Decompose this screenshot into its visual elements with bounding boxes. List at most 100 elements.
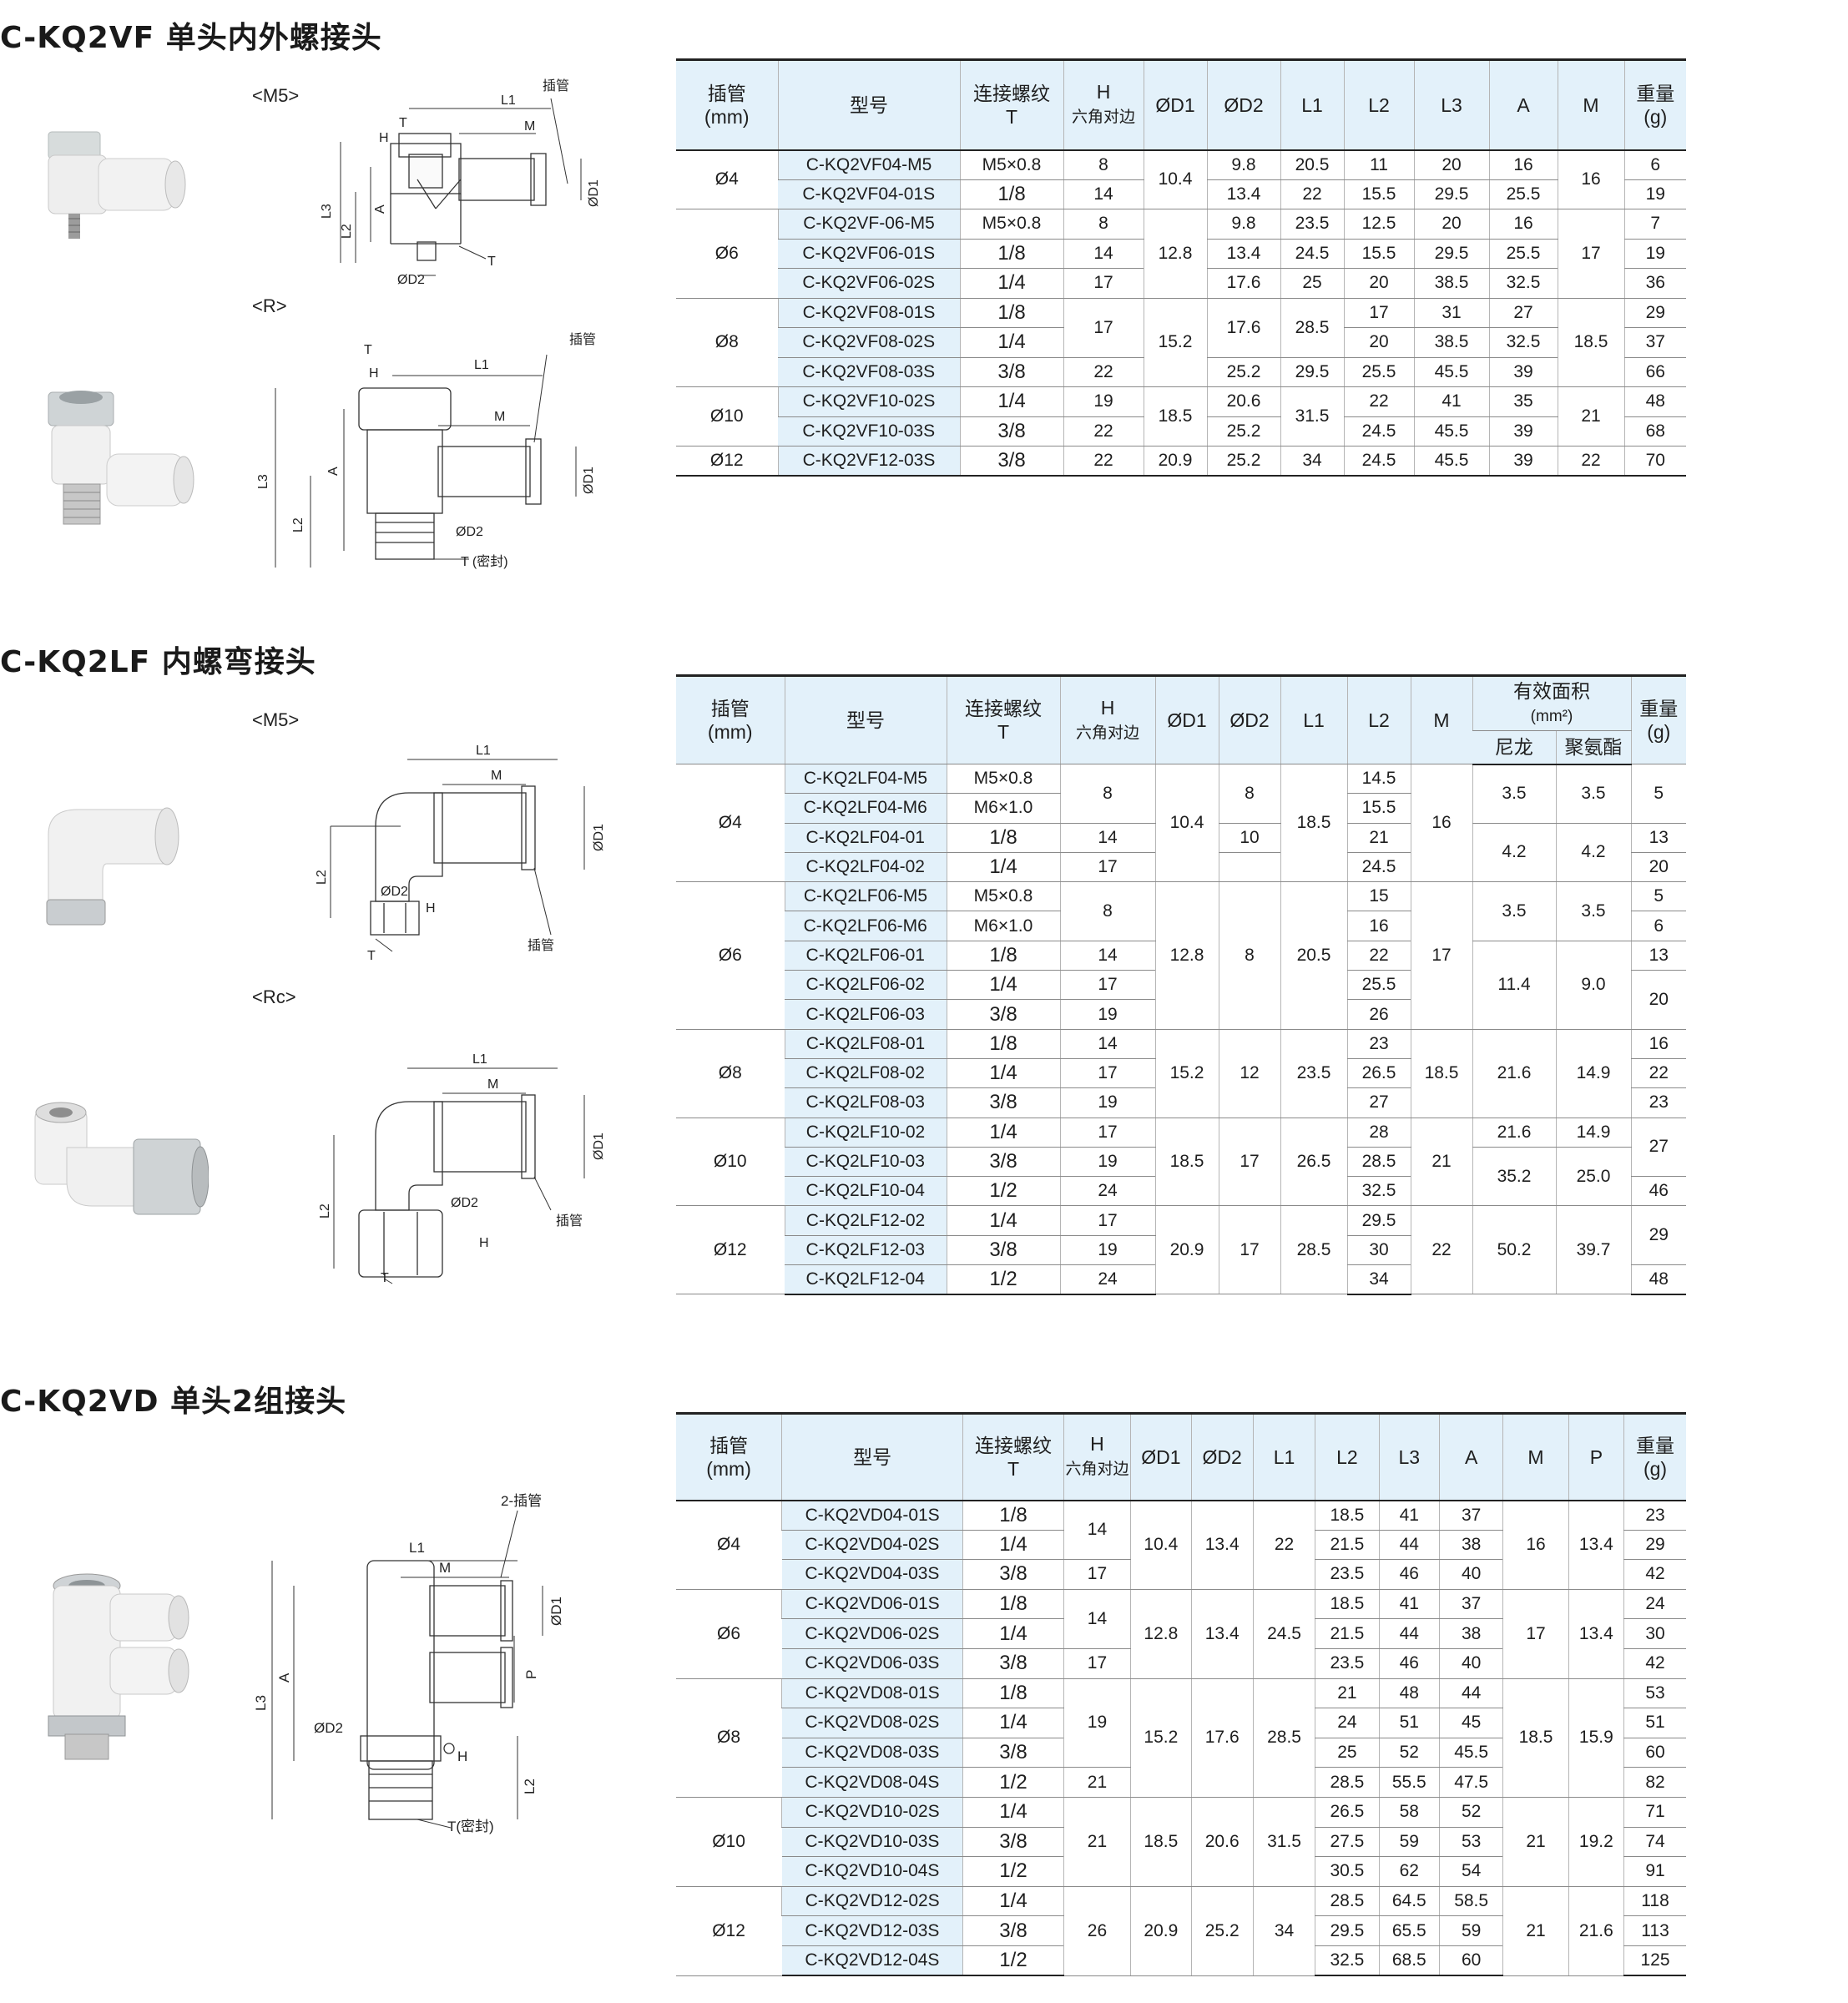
- cell-m: 16: [1557, 149, 1624, 209]
- dim-t2: T: [487, 255, 496, 269]
- cell-a: 54: [1438, 1856, 1503, 1887]
- cell-h: 14: [1059, 941, 1155, 971]
- cell-thread: 3/8: [962, 1827, 1064, 1858]
- cell-thread: M6×1.0: [946, 793, 1060, 824]
- cell-l2: 24.5: [1346, 852, 1411, 883]
- cell-pu: 9.0: [1555, 941, 1631, 1030]
- cell-d1: 10.4: [1143, 149, 1207, 209]
- cell-weight: 74: [1623, 1827, 1686, 1858]
- cell-l2: 20: [1343, 327, 1414, 358]
- cell-d2: 17.6: [1206, 298, 1280, 358]
- cell-l1: 18.5: [1280, 764, 1347, 883]
- cell-thread: M5×0.8: [946, 764, 1060, 795]
- cell-tube: Ø10: [676, 1118, 785, 1207]
- cell-l2: 25.5: [1346, 970, 1411, 1001]
- dim-t: T: [364, 343, 372, 357]
- cell-thread: 1/2: [946, 1264, 1060, 1295]
- label-tube: 插管: [528, 938, 554, 953]
- cell-l2: 24.5: [1343, 416, 1414, 447]
- cell-l2: 20: [1343, 268, 1414, 299]
- cell-l2: 15.5: [1346, 793, 1411, 824]
- dim-d2: ØD2: [451, 1196, 478, 1210]
- cell-nylon: 21.6: [1472, 1029, 1556, 1118]
- cell-l2: 34: [1346, 1264, 1411, 1295]
- cell-l3: 45.5: [1413, 446, 1489, 477]
- dim-l3: L3: [256, 474, 270, 489]
- cell-weight: 60: [1623, 1738, 1686, 1768]
- product-photo-lf-rc: [25, 1089, 209, 1239]
- cell-l1: 28.5: [1280, 1205, 1347, 1295]
- cell-l2: 15.5: [1343, 239, 1414, 269]
- dim-l3: L3: [320, 204, 334, 219]
- col-header-l3: L3: [1378, 1412, 1440, 1501]
- cell-nylon: 3.5: [1472, 881, 1556, 941]
- cell-m: 18.5: [1502, 1678, 1569, 1798]
- product-photo-lf-m5: [40, 801, 207, 935]
- col-header-d1: ØD1: [1143, 58, 1207, 151]
- cell-weight: 5: [1630, 881, 1686, 912]
- col-header-d2: ØD2: [1218, 674, 1280, 764]
- col-header-model: 型号: [784, 674, 947, 764]
- cell-l3: 52: [1378, 1738, 1440, 1768]
- cell-weight: 118: [1623, 1886, 1686, 1917]
- col-header-tube: 插管(mm): [676, 674, 785, 764]
- cell-nylon: 21.6: [1472, 1118, 1556, 1148]
- cell-model: C-KQ2LF06-02: [785, 970, 947, 1001]
- cell-h: 21: [1063, 1767, 1131, 1798]
- cell-a: 58.5: [1438, 1886, 1503, 1917]
- cell-model: C-KQ2VD10-02S: [781, 1797, 963, 1828]
- cell-l3: 55.5: [1378, 1767, 1440, 1798]
- cell-weight: 53: [1623, 1678, 1686, 1709]
- cell-m: 17: [1557, 209, 1624, 299]
- product-photo-vf-m5: [40, 125, 199, 250]
- section-kq2vf: C-KQ2VF 单头内外螺接头 <M5> <R>: [0, 0, 1848, 569]
- cell-l3: 45.5: [1413, 416, 1489, 447]
- col-header-l2: L2: [1346, 674, 1411, 764]
- cell-thread: 3/8: [962, 1915, 1064, 1946]
- cell-l2: 14.5: [1346, 764, 1411, 795]
- cell-weight: 22: [1630, 1058, 1686, 1089]
- cell-thread: 1/4: [962, 1618, 1064, 1649]
- cell-d1: 18.5: [1154, 1118, 1219, 1207]
- dim-h: H: [457, 1748, 467, 1764]
- cell-thread: 1/8: [959, 179, 1063, 209]
- cell-m: 16: [1410, 764, 1472, 883]
- dim-t: T: [367, 949, 376, 963]
- cell-l2: 28.5: [1315, 1767, 1380, 1798]
- dim-h: H: [379, 131, 389, 145]
- cell-l1: 29.5: [1280, 357, 1344, 387]
- cell-d2: 13.4: [1206, 179, 1280, 209]
- dim-l2: L2: [315, 870, 329, 885]
- cell-model: C-KQ2VF10-03S: [778, 416, 960, 447]
- cell-weight: 48: [1630, 1264, 1686, 1295]
- cell-weight: 42: [1623, 1559, 1686, 1590]
- col-header-weight: 重量(g): [1623, 58, 1686, 151]
- cell-a: 32.5: [1488, 268, 1558, 299]
- section-title: C-KQ2VF 单头内外螺接头: [0, 21, 382, 55]
- label-tube: 插管: [556, 1213, 583, 1229]
- col-header-nylon: 尼龙: [1472, 730, 1556, 765]
- cell-weight: 19: [1623, 179, 1686, 209]
- cell-d2: 13.4: [1190, 1500, 1254, 1590]
- cell-l2: 22: [1343, 386, 1414, 417]
- dim-m: M: [524, 119, 535, 134]
- cell-model: C-KQ2VD12-04S: [781, 1945, 963, 1976]
- cell-l2: 21.5: [1315, 1530, 1380, 1561]
- view-label-m5: <M5>: [252, 85, 300, 106]
- cell-l3: 31: [1413, 298, 1489, 328]
- cell-d1: 12.8: [1143, 209, 1207, 299]
- cell-l1: 26.5: [1280, 1118, 1347, 1207]
- cell-l3: 46: [1378, 1559, 1440, 1590]
- cell-weight: 36: [1623, 268, 1686, 299]
- cell-tube: Ø6: [676, 1589, 782, 1679]
- cell-tube: Ø12: [676, 1886, 782, 1976]
- cell-l2: 21: [1315, 1678, 1380, 1709]
